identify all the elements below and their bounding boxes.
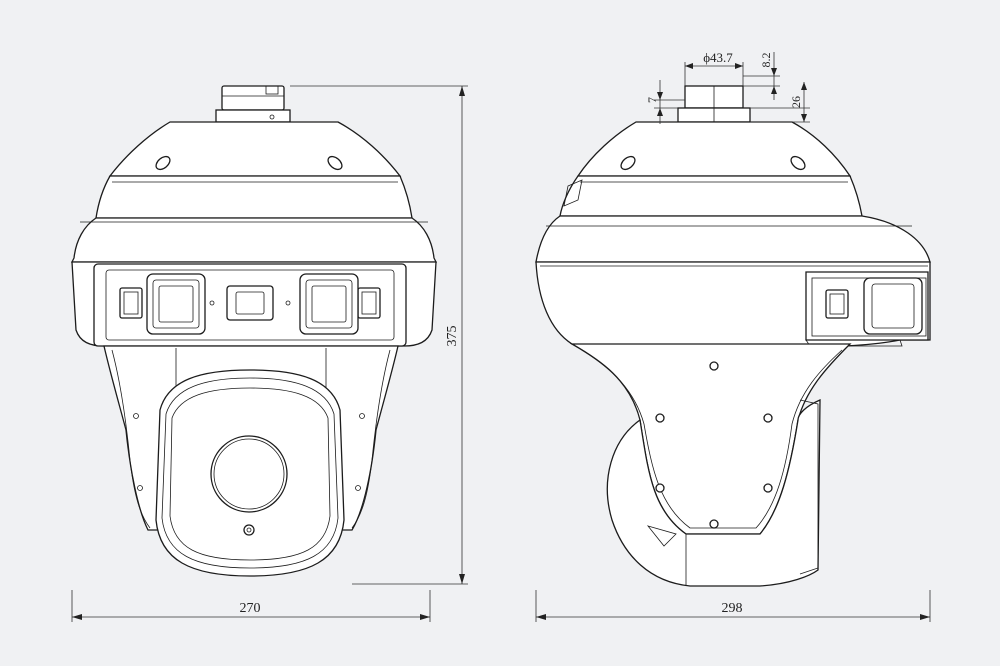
side-dome-cap bbox=[576, 121, 852, 177]
cap-screw-left bbox=[155, 155, 171, 171]
sensor-lens-left bbox=[146, 273, 206, 335]
front-upper-body bbox=[70, 217, 438, 263]
illuminator-left bbox=[119, 287, 143, 319]
center-sensor bbox=[226, 285, 274, 321]
side-view bbox=[535, 85, 931, 587]
front-height-label: 375 bbox=[445, 326, 460, 347]
mount-height-label: 26 bbox=[789, 96, 803, 108]
mount-step-label: 8.2 bbox=[759, 53, 773, 68]
front-dome-cap bbox=[108, 121, 402, 177]
side-upper-body bbox=[535, 215, 931, 263]
mount-diameter-label: ϕ43.7 bbox=[703, 50, 733, 65]
dimension-lines bbox=[71, 52, 931, 622]
mount-ring-label: 7 bbox=[645, 97, 659, 103]
side-lens bbox=[863, 277, 923, 335]
sensor-lens-right bbox=[299, 273, 359, 335]
side-illuminator bbox=[825, 289, 849, 319]
front-width-label: 270 bbox=[240, 601, 261, 616]
side-width-label: 298 bbox=[722, 601, 743, 616]
front-indicator bbox=[243, 524, 255, 536]
front-mount bbox=[215, 85, 291, 123]
cap-screw-right bbox=[327, 155, 343, 171]
illuminator-right bbox=[357, 287, 381, 319]
front-view bbox=[70, 85, 438, 577]
main-lens bbox=[210, 435, 288, 513]
side-tilt-body bbox=[606, 399, 821, 587]
